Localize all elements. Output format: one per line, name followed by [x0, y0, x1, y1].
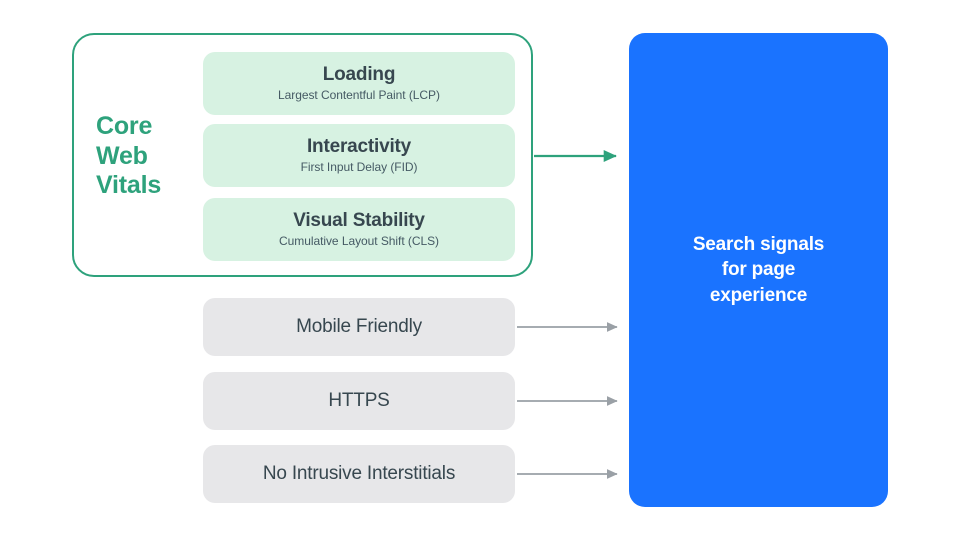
- vital-card-subtitle: First Input Delay (FID): [300, 159, 418, 174]
- vital-card-subtitle: Cumulative Layout Shift (CLS): [279, 233, 439, 248]
- vital-card-title: Loading: [322, 63, 396, 85]
- signal-pill-https: HTTPS: [203, 372, 515, 430]
- core-web-vitals-label: Core Web Vitals: [96, 112, 192, 201]
- outcome-panel-search-signals: Search signals for page experience: [629, 33, 888, 507]
- signal-pill-label: Mobile Friendly: [296, 316, 422, 338]
- core-web-vitals-label-line-1: Core: [96, 112, 153, 140]
- signal-pill-mobile-friendly: Mobile Friendly: [203, 298, 515, 356]
- vital-card-loading: Loading Largest Contentful Paint (LCP): [203, 52, 515, 115]
- core-web-vitals-label-line-2: Web: [96, 141, 148, 170]
- vital-card-title: Interactivity: [306, 135, 412, 157]
- vital-card-subtitle: Largest Contentful Paint (LCP): [278, 87, 440, 102]
- core-web-vitals-label-line-3: Vitals: [96, 171, 162, 199]
- vital-card-interactivity: Interactivity First Input Delay (FID): [203, 124, 515, 187]
- signal-pill-label: No Intrusive Interstitials: [262, 463, 456, 485]
- signal-pill-no-intrusive-interstitials: No Intrusive Interstitials: [203, 445, 515, 503]
- signal-pill-label: HTTPS: [328, 390, 390, 412]
- vital-card-title: Visual Stability: [293, 209, 425, 231]
- vital-card-visual-stability: Visual Stability Cumulative Layout Shift…: [203, 198, 515, 261]
- outcome-panel-text: Search signals for page experience: [692, 233, 825, 306]
